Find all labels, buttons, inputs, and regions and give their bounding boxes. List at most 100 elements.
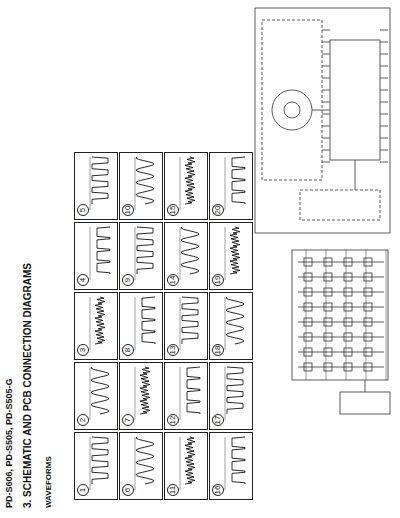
transistor-symbol <box>344 303 352 311</box>
waveform-trace <box>136 437 154 484</box>
callout-number: 13 <box>167 344 179 356</box>
waveform-panel: 2 <box>74 362 118 430</box>
waveform-panel: 13 <box>164 292 208 360</box>
waveform-panel: 5 <box>74 152 118 220</box>
wire <box>322 30 330 31</box>
ground-level <box>225 437 226 490</box>
wire <box>322 126 330 127</box>
callout-number: 11 <box>167 484 179 496</box>
waveform-panel: 16 <box>209 432 253 500</box>
callout-number: 7 <box>122 414 134 426</box>
transistor-symbol <box>324 303 332 311</box>
ground-level <box>225 367 226 420</box>
callout-number: 3 <box>77 344 89 356</box>
transistor-symbol <box>304 348 312 356</box>
waveform-trace <box>97 227 110 274</box>
transistor-symbol <box>364 288 372 296</box>
wire <box>322 150 330 151</box>
wire <box>322 162 330 163</box>
wire <box>380 102 388 103</box>
waveform-panel: 1 <box>74 432 118 500</box>
wire <box>322 78 330 79</box>
callout-number: 18 <box>212 344 224 356</box>
ground-level <box>90 157 91 210</box>
page-text: PD-S606, PD-S505, PD-S505-G <box>4 378 14 508</box>
wire <box>298 337 384 338</box>
ground-level <box>135 437 136 490</box>
wire <box>355 160 356 190</box>
transistor-symbol <box>344 333 352 341</box>
waveform-trace <box>182 297 198 344</box>
transistor-symbol <box>344 348 352 356</box>
schematic-drawing <box>255 8 390 414</box>
waveform-panel: 11 <box>164 432 208 500</box>
waveform-trace <box>226 297 244 344</box>
transistor-symbol <box>364 363 372 371</box>
motor-symbol <box>272 90 312 130</box>
page-text: WAVEFORMS <box>44 456 53 508</box>
wire <box>380 78 388 79</box>
wire <box>322 66 330 67</box>
waveform-trace <box>92 437 108 484</box>
wire <box>298 307 384 308</box>
wire <box>380 90 388 91</box>
callout-number: 1 <box>77 484 89 496</box>
transistor-symbol <box>364 303 372 311</box>
wire <box>365 380 366 392</box>
callout-number: 10 <box>122 204 134 216</box>
waveform-trace <box>181 227 199 274</box>
wire <box>380 54 388 55</box>
callout-number: 12 <box>167 414 179 426</box>
waveform-trace <box>137 227 153 274</box>
ground-level <box>135 227 136 280</box>
callout-number: 19 <box>212 274 224 286</box>
waveform-panel: 15 <box>164 152 208 220</box>
transistor-symbol <box>324 333 332 341</box>
waveform-panel: 12 <box>164 362 208 430</box>
transistor-symbol <box>304 273 312 281</box>
connector-symbol <box>340 392 390 414</box>
callout-number: 16 <box>212 484 224 496</box>
transistor-symbol <box>344 258 352 266</box>
transistor-symbol <box>324 273 332 281</box>
transistor-symbol <box>324 258 332 266</box>
wire <box>322 54 330 55</box>
transistor-symbol <box>344 288 352 296</box>
wire <box>380 138 388 139</box>
ground-level <box>180 437 181 490</box>
wire <box>386 250 387 380</box>
waveform-trace <box>136 157 154 204</box>
ground-level <box>180 227 181 280</box>
ground-level <box>90 367 91 420</box>
wire <box>380 66 388 67</box>
wire <box>380 114 388 115</box>
ground-level <box>135 367 136 420</box>
ground-level <box>225 297 226 350</box>
waveform-trace <box>92 157 108 204</box>
transistor-symbol <box>304 363 312 371</box>
waveform-panel: 6 <box>119 432 163 500</box>
waveform-panel: 14 <box>164 222 208 290</box>
waveform-trace <box>232 157 245 204</box>
wire <box>298 322 384 323</box>
callout-number: 4 <box>77 274 89 286</box>
wire <box>380 162 388 163</box>
ic-block <box>330 40 380 160</box>
wire <box>298 277 384 278</box>
transistor-symbol <box>364 273 372 281</box>
waveform-trace <box>142 297 155 344</box>
waveform-panel: 4 <box>74 222 118 290</box>
transistor-symbol <box>304 288 312 296</box>
transistor-symbol <box>304 258 312 266</box>
callout-number: 15 <box>167 204 179 216</box>
callout-number: 20 <box>212 204 224 216</box>
schematic-frame <box>255 8 390 233</box>
transistor-symbol <box>304 303 312 311</box>
waveform-panel: 18 <box>209 292 253 360</box>
wire <box>306 250 307 380</box>
ground-level <box>90 437 91 490</box>
waveform-trace <box>227 367 243 414</box>
wire <box>298 262 384 263</box>
waveform-trace <box>140 367 150 414</box>
